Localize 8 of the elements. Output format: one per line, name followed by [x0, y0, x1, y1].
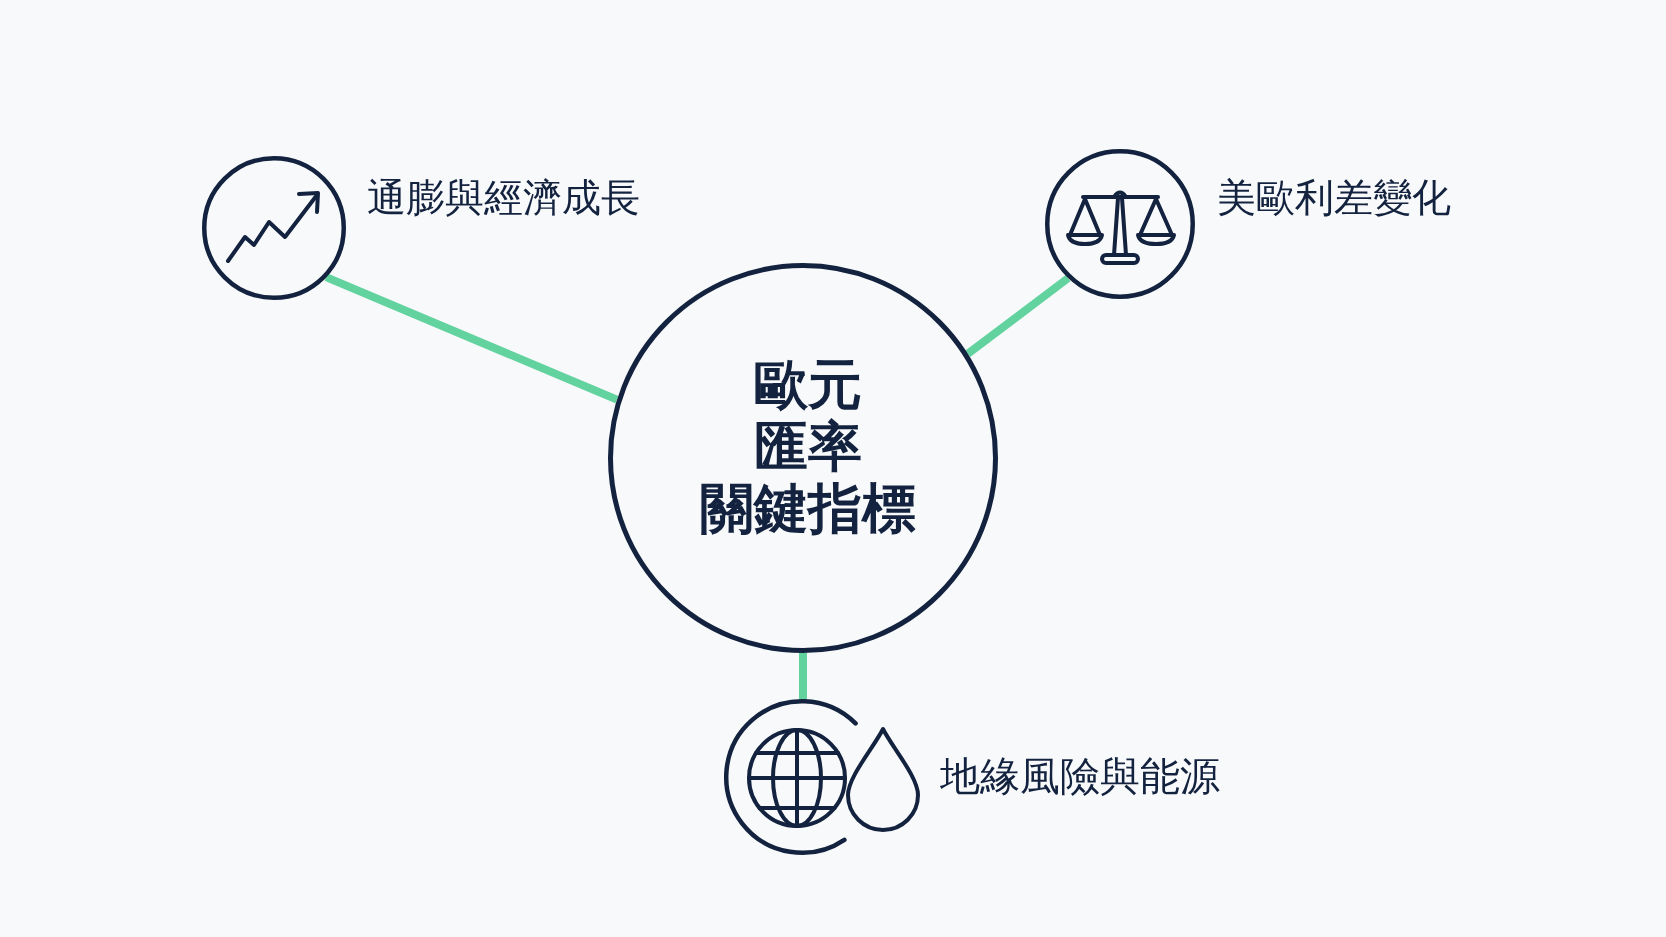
node-label: 地緣風險與能源 [940, 752, 1220, 800]
connector-line [324, 273, 619, 404]
connector-line [965, 274, 1071, 357]
hub-circle [608, 263, 998, 653]
connector-line [799, 653, 807, 699]
hub-label: 歐元匯率關鍵指標 [699, 354, 917, 540]
node-label: 美歐利差變化 [1217, 174, 1451, 222]
node-label: 通膨與經濟成長 [367, 174, 640, 222]
